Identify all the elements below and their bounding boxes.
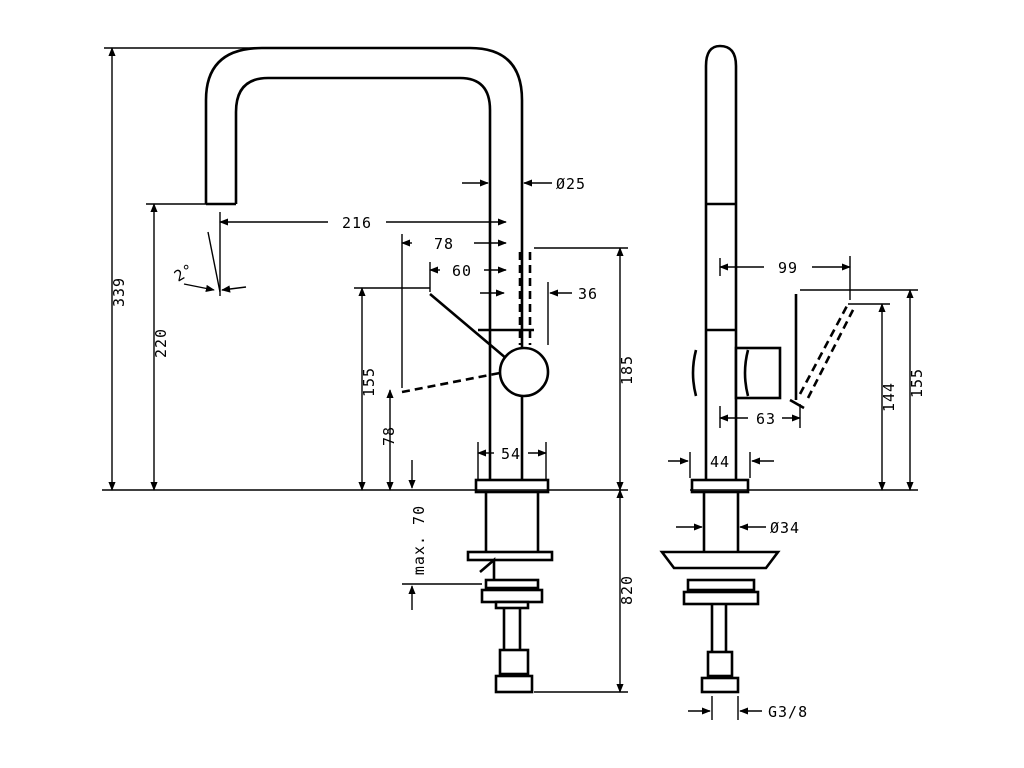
side-cartridge-housing <box>734 346 782 400</box>
dim-side-base-width: 44 <box>710 453 730 471</box>
side-hose-fitting <box>706 650 734 678</box>
dim-hose-length: 820 <box>618 575 636 605</box>
thread-ring <box>480 588 544 604</box>
dim-base-width: 54 <box>501 445 521 463</box>
side-view: 99 144 155 63 44 Ø34 G3/8 <box>659 44 926 721</box>
side-mounting-plate <box>659 550 781 570</box>
connector <box>494 600 530 610</box>
dim-side-lever-depth: 99 <box>778 259 798 277</box>
side-lever-alt-a <box>798 303 850 395</box>
hose-nut <box>494 674 534 694</box>
side-lever-alt-b <box>806 307 856 399</box>
dim-pipe-diameter: Ø25 <box>556 175 586 193</box>
mounting-plate <box>466 550 554 562</box>
dim-lever-dim: 36 <box>578 285 598 303</box>
angle-line <box>207 231 221 293</box>
side-thread-ring <box>682 590 760 606</box>
dim-shank-diameter: Ø34 <box>770 519 800 537</box>
nut <box>484 578 540 590</box>
hose-fitting <box>498 648 530 676</box>
dim-side-lever-offset: 63 <box>756 410 776 428</box>
dim-height-total: 339 <box>110 277 128 307</box>
base-rosette <box>474 478 550 494</box>
dim-lever-offset: 60 <box>452 262 472 280</box>
spout-outer-outline <box>204 46 524 240</box>
dim-height-spout: 220 <box>152 328 170 358</box>
side-hose-nut <box>700 676 740 694</box>
side-lever-base <box>789 398 805 410</box>
side-base-rosette <box>690 478 750 494</box>
dim-max-thickness: max. 70 <box>410 505 428 575</box>
side-body-bulge <box>691 349 750 397</box>
mounting-clip <box>479 557 496 580</box>
side-spout-outline <box>704 44 738 480</box>
spout-inner-outline <box>234 76 492 240</box>
dim-lever-reach: 78 <box>434 235 454 253</box>
dim-lever-pivot-height: 78 <box>380 426 398 446</box>
dim-spout-reach: 216 <box>342 214 372 232</box>
dim-body-height: 185 <box>618 355 636 385</box>
dim-lever-height: 155 <box>360 367 378 397</box>
side-nut <box>686 578 756 592</box>
lever-hub <box>498 346 550 398</box>
front-view: 339 220 216 2° Ø25 78 60 36 <box>102 46 636 694</box>
angle-arrow-left <box>183 283 215 292</box>
dim-thread: G3/8 <box>768 703 808 721</box>
angle-arrow-right <box>221 285 247 293</box>
dim-side-lever-height-a: 144 <box>880 382 898 412</box>
lever-alt-position <box>401 370 506 394</box>
dim-side-lever-height-b: 155 <box>908 368 926 398</box>
dim-tilt-angle: 2° <box>171 260 197 286</box>
